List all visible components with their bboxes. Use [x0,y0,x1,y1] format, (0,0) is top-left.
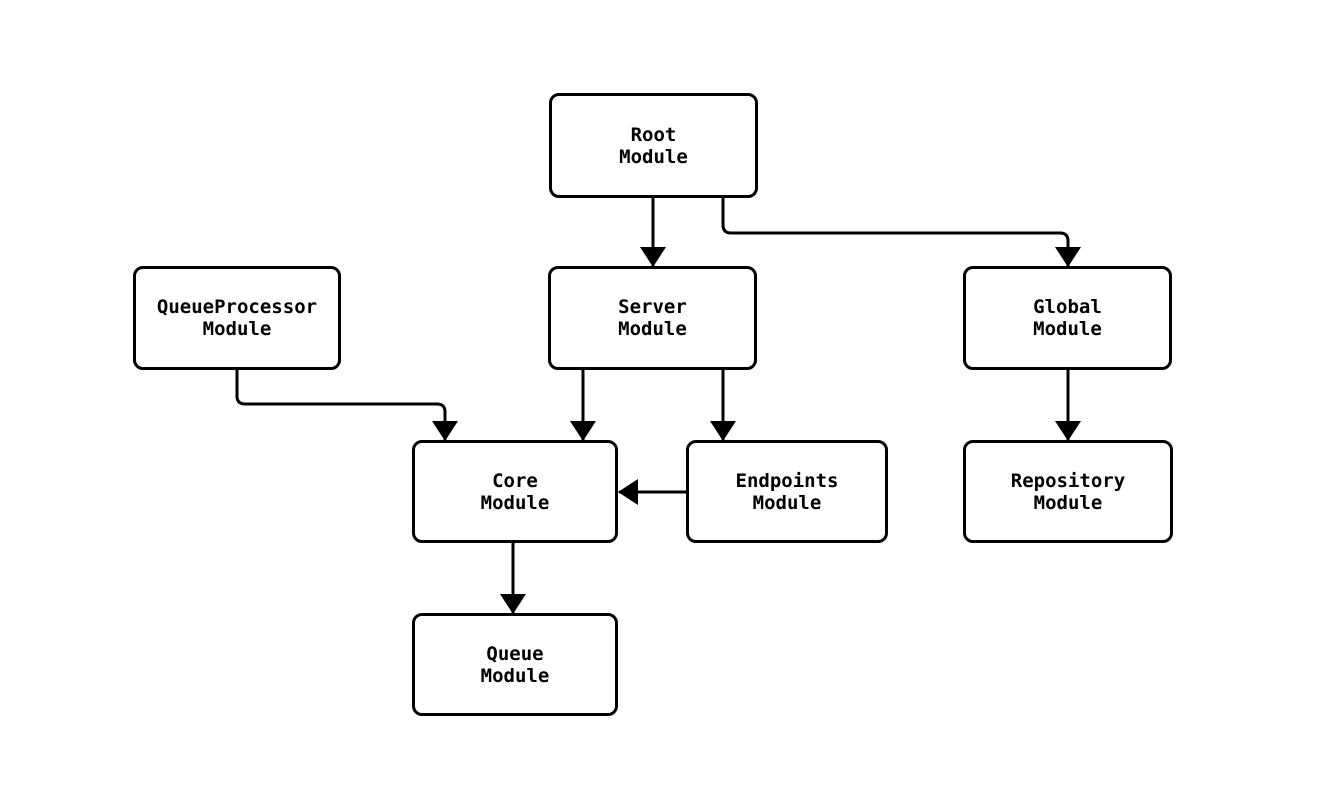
node-global-module: Global Module [963,266,1172,370]
node-server-module: Server Module [548,266,757,370]
node-repository-module: Repository Module [963,440,1173,543]
edge-root-to-global [721,198,1081,267]
edge-queueprocessor-to-core [235,370,458,441]
node-endpoints-module: Endpoints Module [686,440,888,543]
node-root-module: Root Module [549,93,758,198]
node-queue-module: Queue Module [412,613,618,716]
node-queueprocessor-module: QueueProcessor Module [133,266,341,370]
node-core-module: Core Module [412,440,618,543]
